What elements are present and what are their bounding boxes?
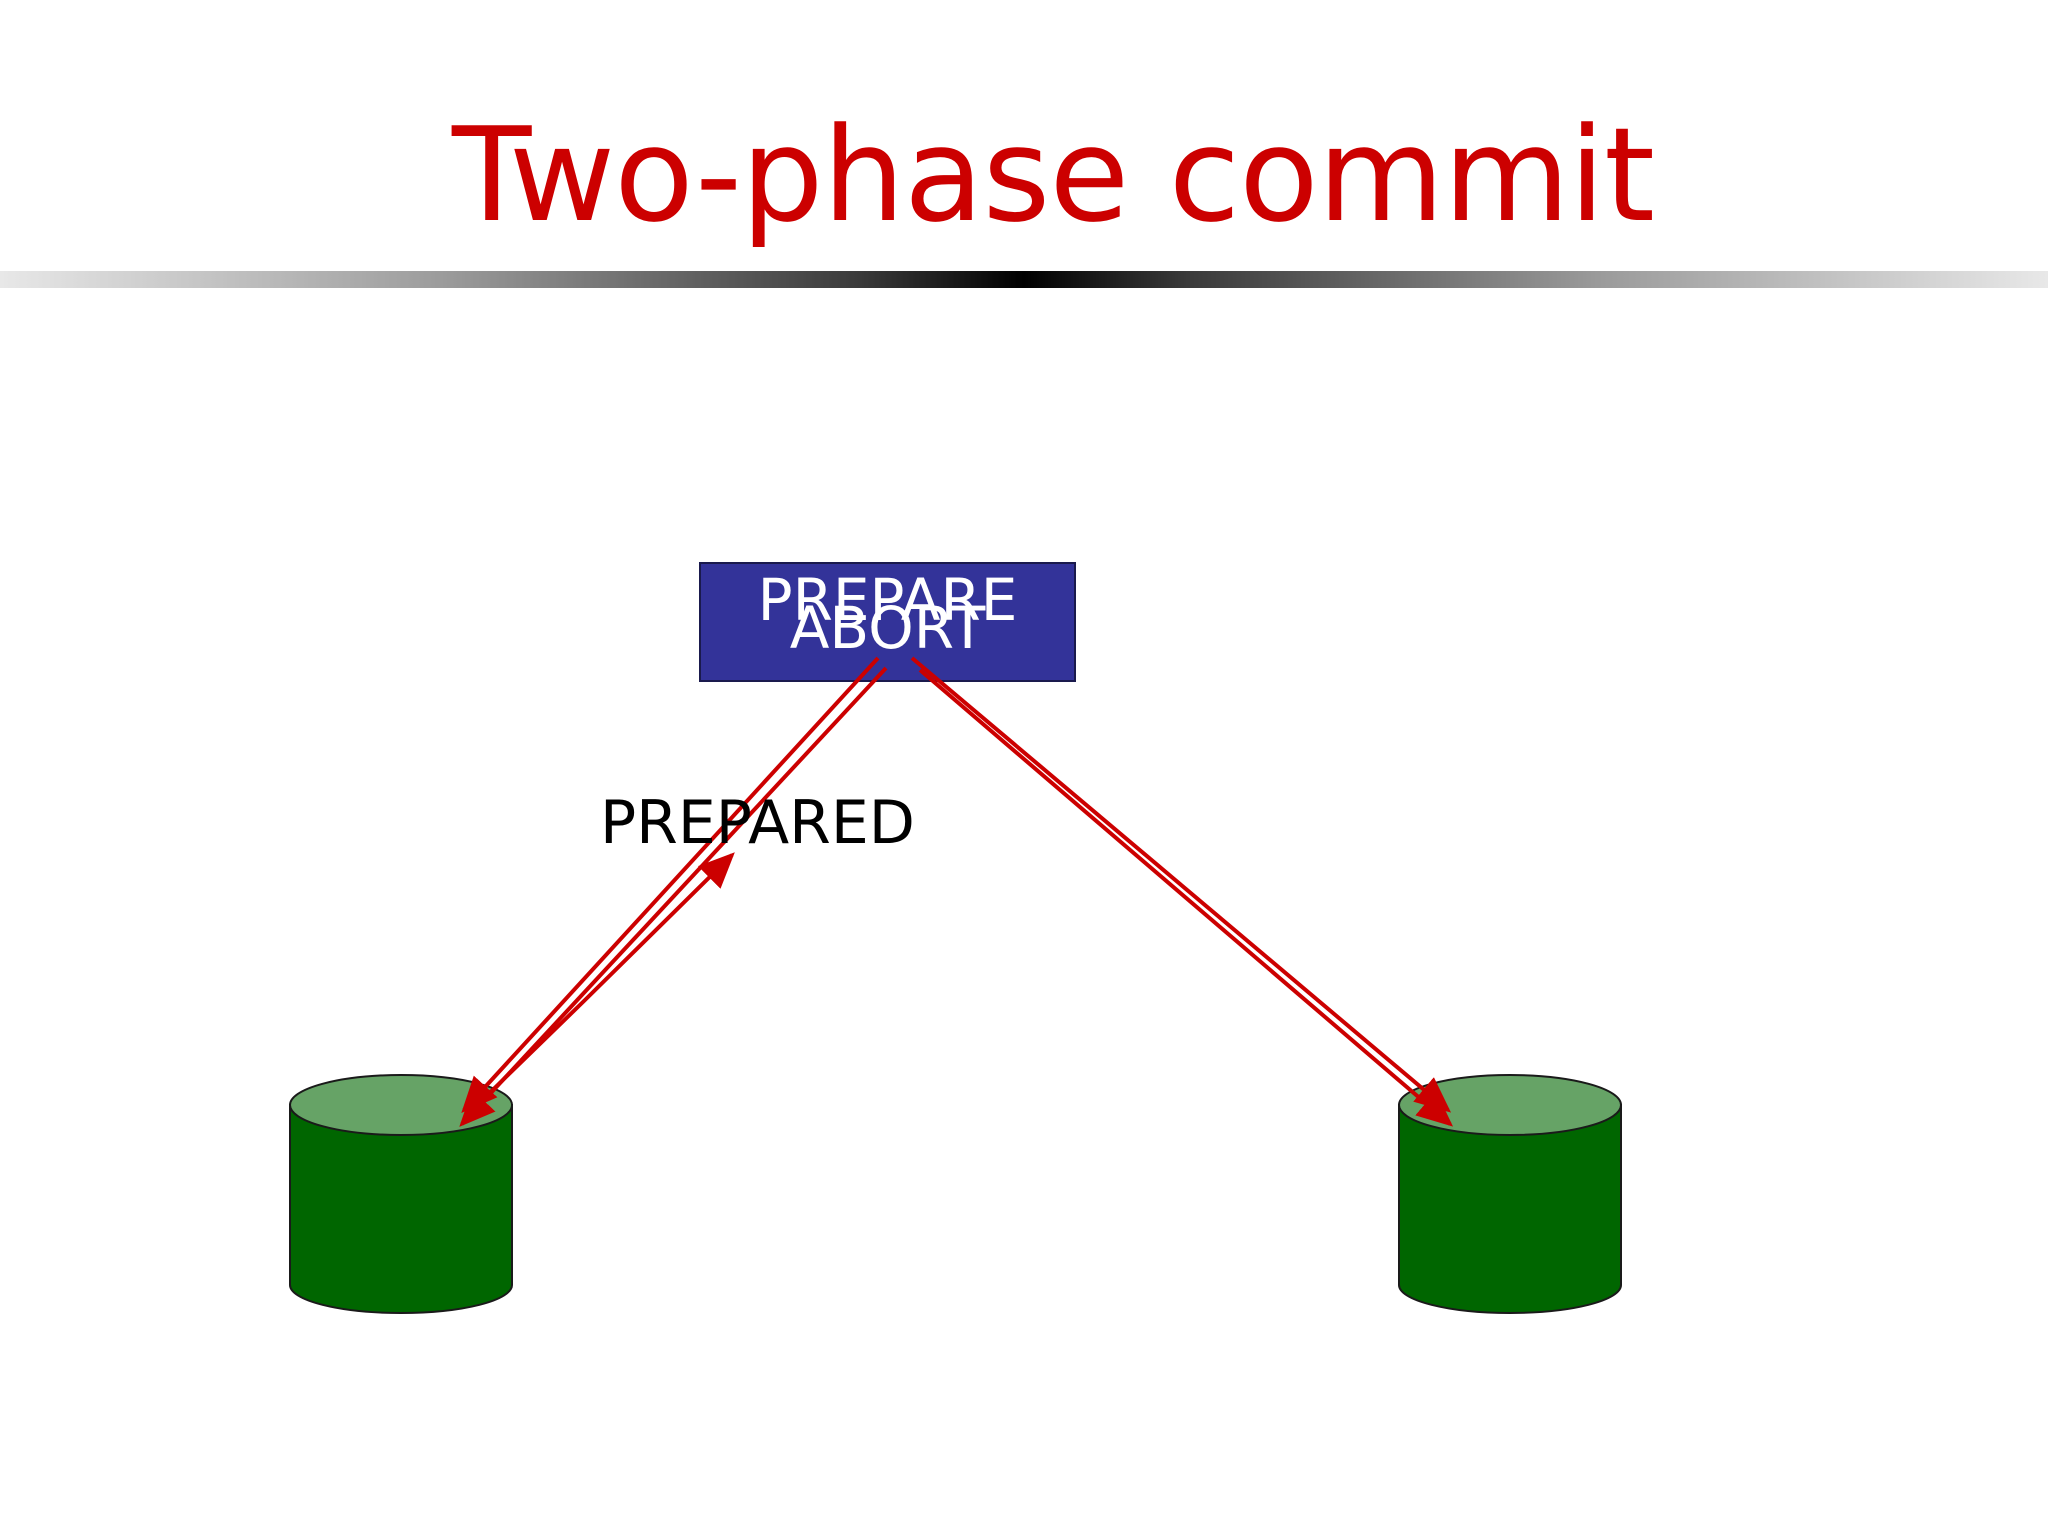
message-arrow-left-2 bbox=[459, 666, 888, 1127]
reply-arrow-prepared bbox=[468, 852, 735, 1114]
message-arrow-right-1 bbox=[910, 656, 1452, 1113]
coordinator-box bbox=[699, 562, 1076, 682]
message-arrow-left-1 bbox=[461, 656, 880, 1113]
title-divider bbox=[0, 271, 2048, 288]
reply-label-prepared: PREPARED bbox=[600, 788, 915, 858]
database-icon-right bbox=[1398, 1074, 1622, 1314]
database-icon-left bbox=[289, 1074, 513, 1314]
slide-title: Two-phase commit bbox=[451, 99, 1655, 251]
message-arrow-right-2 bbox=[918, 668, 1454, 1127]
